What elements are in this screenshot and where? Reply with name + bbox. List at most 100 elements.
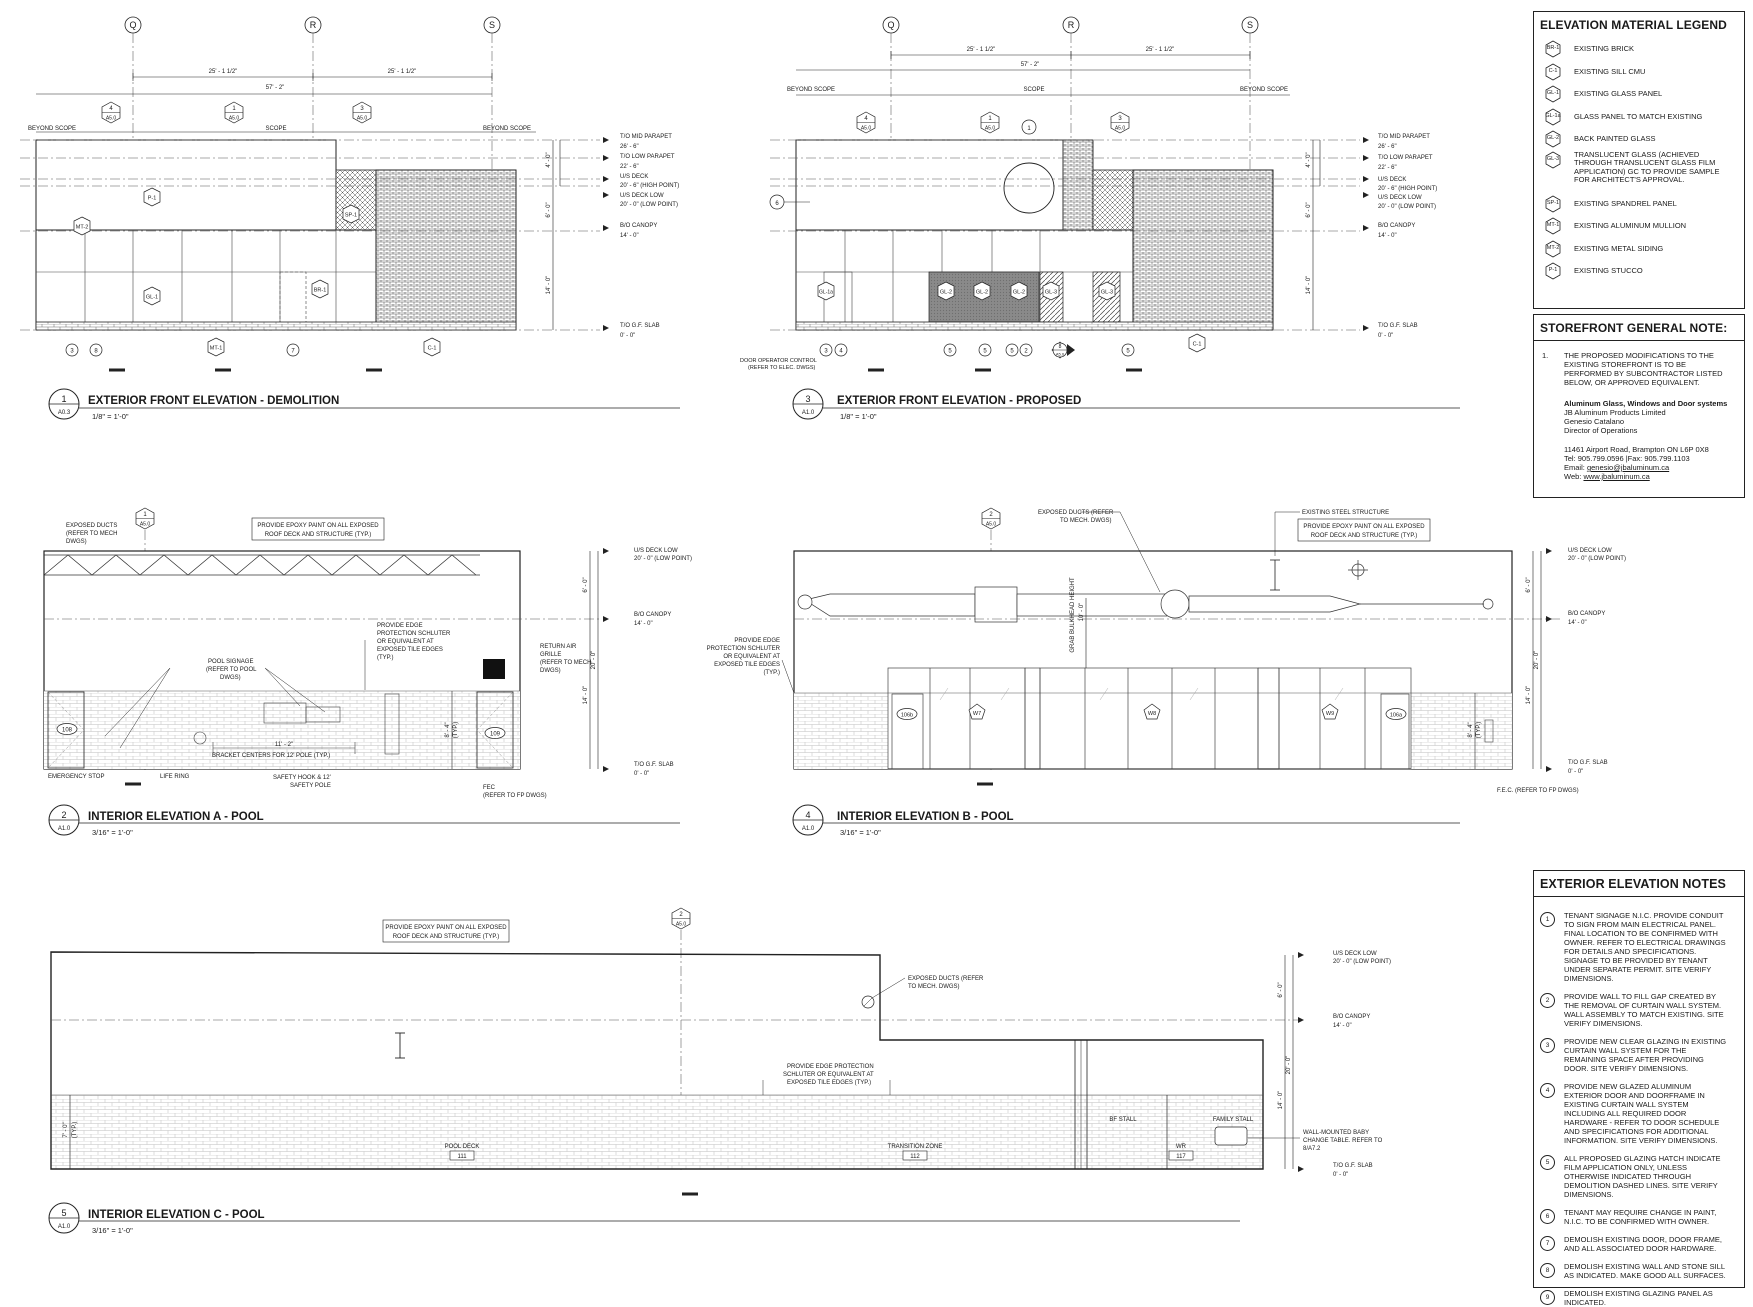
- svg-text:14' - 0": 14' - 0": [620, 233, 639, 239]
- svg-text:GL-3: GL-3: [1045, 290, 1057, 296]
- svg-text:A1.0: A1.0: [58, 826, 71, 832]
- material-tag-mt1: MT-1: [207, 337, 225, 357]
- vertical-dims-int-c: [69, 955, 1294, 1169]
- svg-text:T/O MID PARAPET: T/O MID PARAPET: [1378, 134, 1430, 140]
- svg-text:EXPOSED DUCTS (REFER: EXPOSED DUCTS (REFER: [1038, 510, 1114, 516]
- legend-description: TRANSLUCENT GLASS (ACHIEVED THROUGH TRAN…: [1574, 149, 1720, 184]
- svg-text:2: 2: [61, 810, 66, 820]
- svg-text:S: S: [1247, 20, 1253, 30]
- legend-tag-hexagon: GL-2: [1544, 130, 1562, 148]
- svg-text:(REFER TO MECH: (REFER TO MECH: [540, 660, 591, 666]
- material-tag-gl2-c: GL-2: [1010, 281, 1028, 301]
- svg-text:14' - 0": 14' - 0": [1568, 620, 1587, 626]
- svg-text:B/O CANOPY: B/O CANOPY: [1378, 223, 1415, 229]
- svg-text:WR: WR: [1176, 1144, 1187, 1150]
- legend-tag-hexagon: GL-3: [1544, 151, 1562, 169]
- svg-text:W7: W7: [973, 711, 981, 717]
- svg-text:8' - 4": 8' - 4": [1468, 722, 1474, 737]
- svg-text:2: 2: [989, 512, 993, 518]
- svg-text:(TYP.): (TYP.): [72, 1122, 78, 1139]
- svg-text:GL-3: GL-3: [1101, 290, 1113, 296]
- svg-text:8' - 4": 8' - 4": [445, 722, 451, 737]
- material-tag-c1-proposed: C-1: [1188, 333, 1206, 353]
- window-tag-w9: W9: [1321, 703, 1339, 720]
- note-number: 1: [1540, 912, 1555, 927]
- window-tag-w8: W8: [1143, 703, 1161, 720]
- view-1-demolition: Q R S 25' - 1 1/2" 25' - 1 1/2" 57' - 2"…: [20, 16, 680, 421]
- svg-text:EXISTING STEEL STRUCTURE: EXISTING STEEL STRUCTURE: [1302, 510, 1389, 516]
- svg-text:14' - 0": 14' - 0": [634, 621, 653, 627]
- svg-text:FAMILY STALL: FAMILY STALL: [1213, 1117, 1254, 1123]
- svg-text:20' - 0" (LOW POINT): 20' - 0" (LOW POINT): [1378, 204, 1436, 210]
- svg-text:S: S: [489, 20, 495, 30]
- svg-text:0' - 0": 0' - 0": [1378, 333, 1393, 339]
- svg-text:BF STALL: BF STALL: [1109, 1117, 1137, 1123]
- svg-text:14' - 0": 14' - 0": [1278, 1091, 1284, 1110]
- svg-text:ROOF DECK AND STRUCTURE (TYP.): ROOF DECK AND STRUCTURE (TYP.): [1311, 533, 1418, 539]
- material-tag-gl2-b: GL-2: [973, 281, 991, 301]
- storefront-role: Director of Operations: [1564, 426, 1638, 435]
- legend-tag-hexagon: MT-2: [1544, 240, 1562, 258]
- view-2-interior-a: 1 A5.0 108 109 11' - 2": [43, 507, 692, 837]
- material-tag-gl2-a: GL-2: [937, 281, 955, 301]
- svg-text:P-1: P-1: [148, 196, 157, 202]
- note-number: 6: [1540, 1209, 1555, 1224]
- note-number: 5: [1540, 1155, 1555, 1170]
- note-key-1-proposed: 1: [1021, 119, 1037, 135]
- storefront-email-link[interactable]: genesio@jbaluminum.ca: [1586, 463, 1670, 472]
- view-3-proposed: Q R S 25' - 1 1/2" 25' - 1 1/2" 57' - 2"…: [740, 16, 1460, 421]
- note-text: PROVIDE NEW CLEAR GLAZING IN EXISTING CU…: [1564, 1037, 1727, 1073]
- svg-text:5: 5: [948, 349, 952, 355]
- svg-text:106b: 106b: [901, 713, 913, 719]
- svg-text:1: 1: [232, 106, 236, 112]
- svg-text:14' - 0": 14' - 0": [1526, 686, 1532, 705]
- svg-text:R: R: [1068, 20, 1075, 30]
- svg-text:INTERIOR ELEVATION B - POOL: INTERIOR ELEVATION B - POOL: [837, 811, 1014, 823]
- storefront-web-link[interactable]: www.jbaluminum.ca: [1583, 472, 1650, 481]
- svg-text:106a: 106a: [1390, 713, 1403, 719]
- svg-text:3: 3: [360, 106, 364, 112]
- legend-description: EXISTING GLASS PANEL: [1574, 89, 1663, 98]
- legend-tag-hexagon: SP-1: [1544, 195, 1562, 213]
- level-labels-int-b: U/S DECK LOW 20' - 0" (LOW POINT) B/O CA…: [1546, 548, 1626, 775]
- legend-tag-label: P-1: [1548, 267, 1558, 274]
- view-title-3: 3 A1.0 EXTERIOR FRONT ELEVATION - PROPOS…: [792, 388, 1460, 421]
- storefront-company-heading: Aluminum Glass, Windows and Door systems: [1564, 399, 1728, 408]
- svg-text:20' - 0": 20' - 0": [1286, 1056, 1292, 1075]
- svg-text:PROTECTION SCHLUTER: PROTECTION SCHLUTER: [707, 646, 781, 652]
- svg-text:14' - 0": 14' - 0": [1378, 233, 1397, 239]
- svg-text:TRANSITION ZONE: TRANSITION ZONE: [888, 1144, 943, 1150]
- svg-text:3: 3: [805, 394, 810, 404]
- view-4-interior-b: 2 A5.0: [707, 507, 1626, 837]
- svg-text:F.E.C. (REFER TO FP DWGS): F.E.C. (REFER TO FP DWGS): [1497, 788, 1579, 794]
- svg-text:A5.0: A5.0: [986, 522, 997, 528]
- legend-tag-label: BR-1: [1546, 45, 1560, 52]
- svg-text:U/S DECK LOW: U/S DECK LOW: [1568, 548, 1612, 554]
- legend-description: BACK PAINTED GLASS: [1574, 134, 1656, 143]
- svg-text:PROVIDE EDGE: PROVIDE EDGE: [377, 623, 423, 629]
- svg-text:EXTERIOR FRONT ELEVATION - DEM: EXTERIOR FRONT ELEVATION - DEMOLITION: [88, 395, 339, 407]
- svg-text:(REFER TO FP DWGS): (REFER TO FP DWGS): [483, 793, 547, 799]
- svg-text:8: 8: [1059, 344, 1062, 350]
- svg-text:(TYP.): (TYP.): [453, 722, 459, 739]
- door-tag-109: 109: [484, 727, 506, 739]
- legend-description: EXISTING METAL SIDING: [1574, 243, 1664, 253]
- svg-text:1/8" = 1'-0": 1/8" = 1'-0": [92, 412, 129, 421]
- svg-text:U/S DECK: U/S DECK: [1378, 177, 1406, 183]
- svg-text:0' - 0": 0' - 0": [634, 771, 649, 777]
- legend-tag-label: GL-1: [1546, 90, 1560, 97]
- svg-text:T/O G.F. SLAB: T/O G.F. SLAB: [1333, 1163, 1373, 1169]
- svg-text:1: 1: [61, 394, 66, 404]
- vertical-dims-demo: [552, 140, 561, 330]
- legend-tag-hexagon: GL-1a: [1544, 108, 1562, 126]
- svg-text:(TYP.): (TYP.): [763, 670, 780, 676]
- door-operator-label: DOOR OPERATOR CONTROL: [740, 358, 817, 364]
- svg-text:5: 5: [61, 1208, 66, 1218]
- svg-text:22' - 6": 22' - 6": [1378, 165, 1397, 171]
- note-number: 4: [1540, 1083, 1555, 1098]
- scope-label: SCOPE: [265, 126, 286, 132]
- svg-text:0' - 0": 0' - 0": [1333, 1172, 1348, 1178]
